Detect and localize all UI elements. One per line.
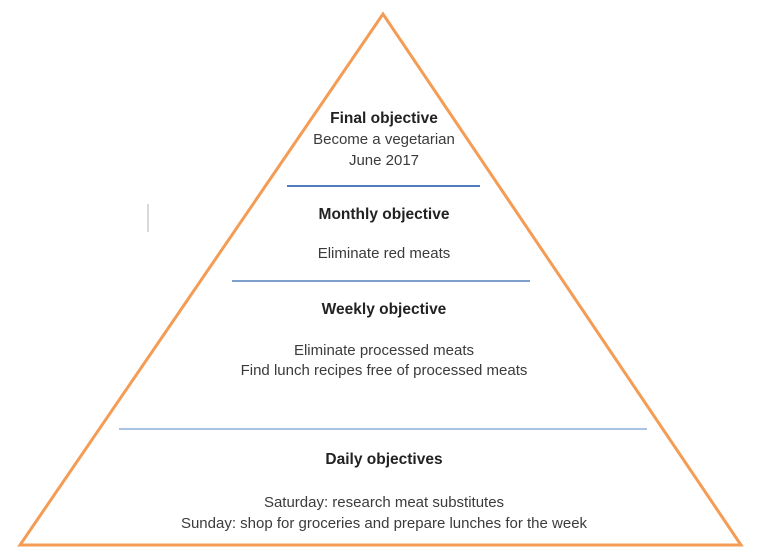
level-heading: Monthly objective — [318, 206, 450, 223]
level-text-line: June 2017 — [348, 152, 420, 169]
level-heading: Final objective — [330, 110, 438, 127]
level-weekly-body: Eliminate processed meats Find lunch rec… — [0, 341, 768, 381]
level-daily-body: Saturday: research meat substitutes Sund… — [0, 492, 768, 534]
level-text-line: Eliminate red meats — [317, 245, 451, 262]
stray-cursor-mark — [147, 204, 149, 232]
level-monthly-objective: Monthly objective — [0, 204, 768, 225]
level-text-line: Become a vegetarian — [313, 131, 455, 148]
level-divider-1 — [287, 185, 480, 187]
level-divider-3 — [119, 428, 647, 430]
level-heading: Daily objectives — [325, 451, 443, 468]
pyramid-triangle — [17, 11, 744, 547]
level-heading: Weekly objective — [321, 301, 447, 318]
level-final-objective: Final objective Become a vegetarian June… — [0, 108, 768, 171]
level-divider-2 — [232, 280, 530, 282]
level-monthly-body: Eliminate red meats — [0, 243, 768, 264]
level-weekly-objective: Weekly objective — [0, 299, 768, 320]
level-text-line: Eliminate processed meats — [293, 342, 475, 359]
level-text-line: Saturday: research meat substitutes — [263, 494, 505, 511]
level-daily-objectives: Daily objectives — [0, 449, 768, 470]
level-text-line: Sunday: shop for groceries and prepare l… — [180, 515, 588, 532]
level-text-line: Find lunch recipes free of processed mea… — [240, 362, 528, 379]
